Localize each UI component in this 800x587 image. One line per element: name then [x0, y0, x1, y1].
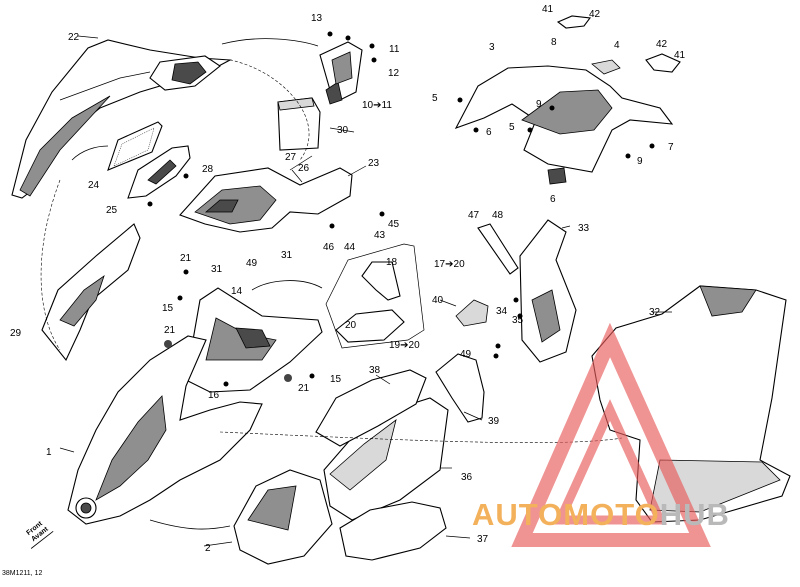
callout-34: 34: [496, 306, 508, 317]
callout-4: 4: [614, 40, 620, 51]
callout-41-a: 41: [542, 4, 554, 15]
callout-38: 38: [369, 365, 381, 376]
callout-21-c: 21: [298, 383, 310, 394]
callout-15-a: 15: [162, 303, 174, 314]
callout-42-a: 42: [589, 9, 601, 20]
callout-9-a: 9: [536, 99, 542, 110]
callout-1: 1: [46, 447, 52, 458]
part-22-side-panel: [11, 39, 232, 199]
callout-12: 12: [388, 68, 400, 79]
callout-25: 25: [106, 205, 118, 216]
callout-labels: 1 2 3 4 5 5 6 6 7 8 9 9 10➔11 11 12 13 1…: [10, 4, 686, 554]
callout-6-a: 6: [486, 127, 492, 138]
callout-14: 14: [231, 286, 243, 297]
part-47-strap: [477, 223, 519, 275]
callout-24: 24: [88, 180, 100, 191]
callout-22: 22: [68, 32, 80, 43]
part-2-lower-fairing: [233, 469, 333, 565]
part-38-panel: [315, 369, 427, 447]
callout-32: 32: [649, 307, 661, 318]
callout-23: 23: [368, 158, 380, 169]
callout-35: 35: [512, 315, 524, 326]
callout-36: 36: [461, 472, 473, 483]
part-39-panel: [435, 353, 485, 423]
callout-30: 30: [337, 125, 349, 136]
callout-18: 18: [386, 257, 398, 268]
callout-13: 13: [311, 13, 323, 24]
callout-39: 39: [488, 416, 500, 427]
callout-11: 11: [389, 44, 400, 55]
callout-43: 43: [374, 230, 386, 241]
part-30-panel: [277, 97, 321, 151]
part-32-right-panel: [591, 285, 791, 523]
callout-6-b: 6: [550, 194, 556, 205]
callout-19-20: 19➔20: [389, 340, 420, 351]
callout-45: 45: [388, 219, 400, 230]
callout-27: 27: [285, 152, 297, 163]
part-40-block: [455, 299, 489, 327]
callout-28: 28: [202, 164, 214, 175]
callout-20: 20: [345, 320, 357, 331]
part-41-42-fasteners: [556, 15, 681, 73]
part-37-panel: [339, 501, 447, 561]
callout-10-11: 10➔11: [362, 100, 392, 111]
part-36-panel: [323, 397, 449, 521]
front-direction-label: Front Avant: [25, 520, 54, 549]
part-18-inset: [325, 243, 425, 349]
callout-21-a: 21: [180, 253, 192, 264]
callout-5-b: 5: [509, 122, 515, 133]
fasteners: [147, 31, 655, 387]
callout-8: 8: [551, 37, 557, 48]
callout-37: 37: [477, 534, 489, 545]
part-14-inner-panel: [185, 287, 323, 393]
part-33-inner-shield: [519, 219, 577, 363]
callout-15-b: 15: [330, 374, 342, 385]
callout-42-b: 42: [656, 39, 668, 50]
callout-31-a: 31: [211, 264, 223, 275]
callout-3: 3: [489, 42, 495, 53]
callout-44: 44: [344, 242, 356, 253]
diagram-code: 38M1211, 12: [2, 570, 43, 577]
callout-47: 47: [468, 210, 480, 221]
part-1-front-fairing: [67, 335, 263, 525]
callout-46: 46: [323, 242, 335, 253]
callout-21-b: 21: [164, 325, 176, 336]
callout-40: 40: [432, 295, 444, 306]
callout-31-b: 31: [281, 250, 293, 261]
callout-5-a: 5: [432, 93, 438, 104]
part-3-tank-cover: [454, 59, 674, 185]
callout-26: 26: [298, 163, 310, 174]
callout-16: 16: [208, 390, 220, 401]
part-10-bracket: [319, 41, 363, 105]
callout-48: 48: [492, 210, 504, 221]
callout-2: 2: [205, 543, 211, 554]
callout-41-b: 41: [674, 50, 686, 61]
callout-33: 33: [578, 223, 590, 234]
callout-17-20: 17➔20: [434, 259, 465, 270]
callout-7: 7: [668, 142, 674, 153]
callout-49-a: 49: [246, 258, 258, 269]
callout-9-b: 9: [637, 156, 643, 167]
callout-29: 29: [10, 328, 22, 339]
part-23-crossmember: [179, 167, 353, 233]
part-25-bracket: [127, 145, 191, 199]
part-24-grille: [107, 121, 163, 171]
callout-49-b: 49: [460, 349, 472, 360]
part-29-lower-left: [41, 223, 141, 362]
